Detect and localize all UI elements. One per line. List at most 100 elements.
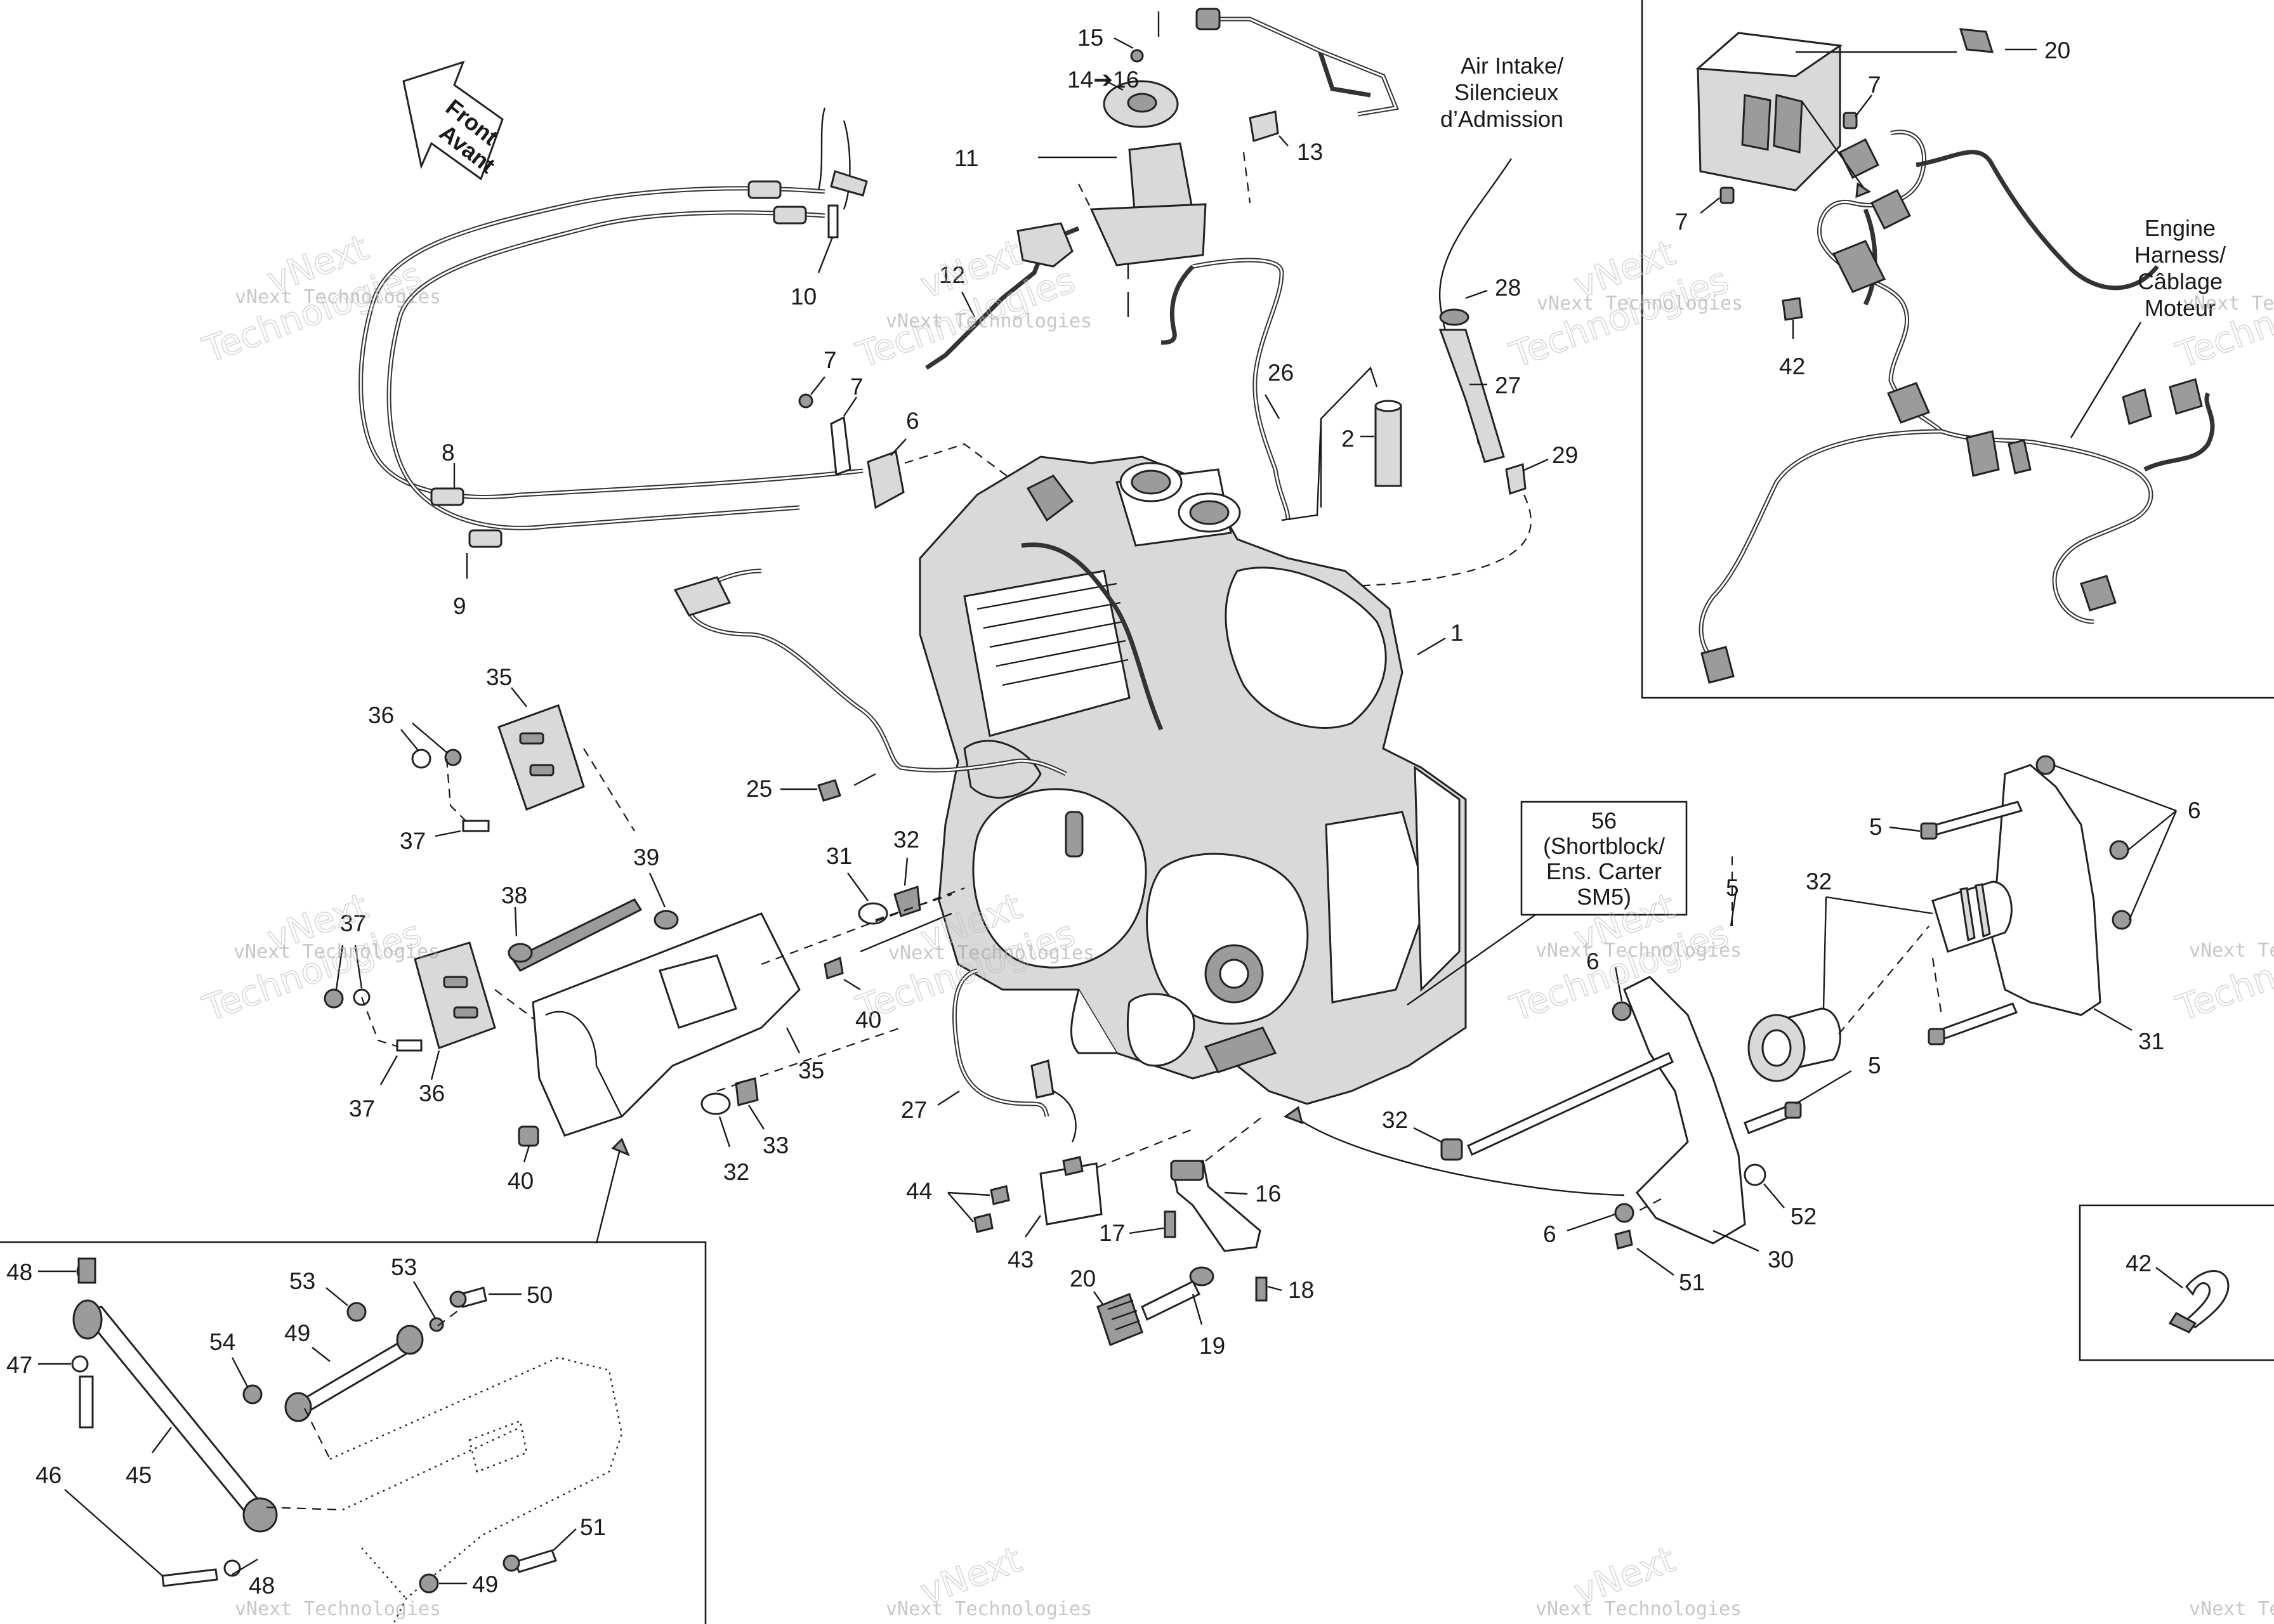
callout-32a: 31 bbox=[826, 843, 852, 869]
callout-43: 42 bbox=[1779, 353, 1805, 379]
callout-51a: 50 bbox=[527, 1282, 553, 1308]
leader-6a bbox=[2053, 764, 2177, 812]
callout-32b: 32 bbox=[723, 1159, 749, 1185]
leader-54 bbox=[1636, 1248, 1674, 1276]
leader-35a bbox=[511, 687, 527, 707]
callout-16: 13 bbox=[1297, 139, 1323, 165]
leader-28 bbox=[1712, 1229, 1759, 1252]
callout-8: 6 bbox=[906, 408, 919, 434]
watermark-text: vNext Technologies bbox=[235, 286, 441, 308]
leader-25a bbox=[1264, 394, 1280, 419]
callout-26-text: 27 bbox=[1495, 372, 1521, 398]
leader-40a bbox=[843, 978, 861, 991]
watermark-large: Technologies bbox=[2171, 913, 2274, 1030]
leader-19 bbox=[1224, 1191, 1248, 1195]
callout-40a: 40 bbox=[855, 1007, 881, 1033]
callout-19: 16 bbox=[1255, 1181, 1281, 1207]
linkage-inset bbox=[71, 1257, 623, 1624]
harness-inset-frame bbox=[1641, 0, 2274, 699]
leader-18 bbox=[1114, 37, 1134, 49]
leader-31b bbox=[1822, 896, 1827, 1009]
callout-20b: 18 bbox=[1288, 1277, 1314, 1303]
callout-35a: 35 bbox=[486, 664, 512, 690]
callout-45: 44 bbox=[906, 1178, 932, 1204]
watermark-text: vNext Technologies bbox=[888, 942, 1094, 964]
throttle-cables bbox=[358, 107, 868, 548]
callout-27b: 29 bbox=[1552, 442, 1578, 468]
callout-31-text: 32 bbox=[1806, 868, 1832, 894]
callout-6a: 6 bbox=[2188, 797, 2201, 823]
leader-45 bbox=[947, 1191, 990, 1196]
leader-15 bbox=[961, 291, 976, 318]
callout-25b: 27 bbox=[901, 1097, 927, 1123]
leader-35b bbox=[430, 1050, 440, 1080]
callout-11: 8 bbox=[442, 440, 455, 466]
leader-5a bbox=[1889, 826, 1921, 832]
callout-29-text: 31 bbox=[2138, 1028, 2164, 1054]
callout-48a: 47 bbox=[6, 1352, 32, 1378]
callout-39: 39 bbox=[633, 844, 659, 870]
watermark-text: vNext Technologies bbox=[886, 1598, 1092, 1620]
leader-harness bbox=[2070, 322, 2142, 438]
callout-14-16-text: 11 bbox=[954, 145, 978, 171]
leader-9 bbox=[810, 376, 825, 395]
callout-36b: 37 bbox=[340, 910, 366, 936]
callout-50: 49 bbox=[284, 1320, 310, 1346]
callout-37b-text: 37 bbox=[349, 1096, 375, 1122]
callout-35b: 36 bbox=[419, 1080, 445, 1106]
leader-32b bbox=[718, 1116, 731, 1148]
leader-20a bbox=[1129, 1227, 1164, 1234]
harness-line3: Câblage bbox=[2138, 268, 2223, 294]
callout-13: 10 bbox=[791, 284, 817, 310]
callout-5c: 5 bbox=[1868, 1052, 1881, 1078]
air-intake-line3: d’Admission bbox=[1440, 106, 1563, 132]
callout-46: 45 bbox=[126, 1462, 152, 1488]
watermark-text: vNext Technologies bbox=[1537, 292, 1743, 315]
leader-32a bbox=[847, 872, 869, 901]
leader-37b bbox=[379, 1055, 398, 1085]
callout-10: 7 bbox=[850, 374, 864, 400]
callout-27a: 28 bbox=[1495, 275, 1521, 301]
callout-48b: 48 bbox=[249, 1573, 275, 1599]
callout-5b: 5 bbox=[1726, 875, 1739, 901]
callout-28: 30 bbox=[1768, 1247, 1794, 1273]
leader-40b bbox=[523, 1145, 530, 1163]
breather-hose bbox=[952, 968, 1077, 1143]
callout-7b: 7 bbox=[1675, 209, 1688, 235]
leader-53a bbox=[325, 1287, 348, 1306]
leader-27b bbox=[1522, 458, 1549, 472]
leader-53b bbox=[231, 1357, 249, 1387]
watermark-text: vNext Technologies bbox=[1535, 1598, 1742, 1620]
callout-24: 25 bbox=[746, 776, 772, 802]
callout-52-vis: 53 bbox=[391, 1254, 417, 1280]
leader-31a bbox=[1825, 896, 1933, 915]
right-engine-mounts bbox=[1283, 755, 2132, 1250]
leader-50 bbox=[312, 1347, 331, 1362]
leader-6b bbox=[1614, 966, 1623, 1002]
engine-wire bbox=[673, 568, 1067, 802]
callout-21: 19 bbox=[1199, 1333, 1225, 1359]
callout-47: 46 bbox=[36, 1462, 62, 1488]
callout-55: 52 bbox=[1791, 1203, 1817, 1229]
callout-42-label: 42 bbox=[2126, 1250, 2152, 1276]
shortblock-note: 56 (Shortblock/ Ens. Carter SM5) bbox=[1407, 801, 1688, 1005]
callout-6c-text: 6 bbox=[1543, 1221, 1556, 1247]
leader-8 bbox=[890, 438, 907, 456]
shortblock-line2: (Shortblock/ bbox=[1543, 833, 1665, 859]
leader-39 bbox=[648, 872, 666, 908]
bottom-brackets bbox=[973, 1116, 1268, 1346]
callout-2: 2 bbox=[1341, 426, 1355, 452]
air-intake-assembly bbox=[1192, 158, 1532, 598]
leader-22 bbox=[1093, 1291, 1103, 1305]
leader-44 bbox=[1025, 1215, 1041, 1238]
leader-33a bbox=[904, 857, 909, 886]
throttle-housing-assembly bbox=[925, 8, 1399, 521]
harness-line4: Moteur bbox=[2145, 295, 2216, 321]
leader-34 bbox=[785, 1027, 801, 1054]
leader-1 bbox=[1417, 637, 1446, 656]
leader-51b bbox=[553, 1528, 577, 1551]
shortblock-line4: SM5) bbox=[1577, 884, 1631, 910]
callout-37a: 37 bbox=[400, 828, 426, 854]
leader-6c bbox=[1567, 1213, 1616, 1232]
clip-inset-frame bbox=[2079, 1204, 2274, 1361]
